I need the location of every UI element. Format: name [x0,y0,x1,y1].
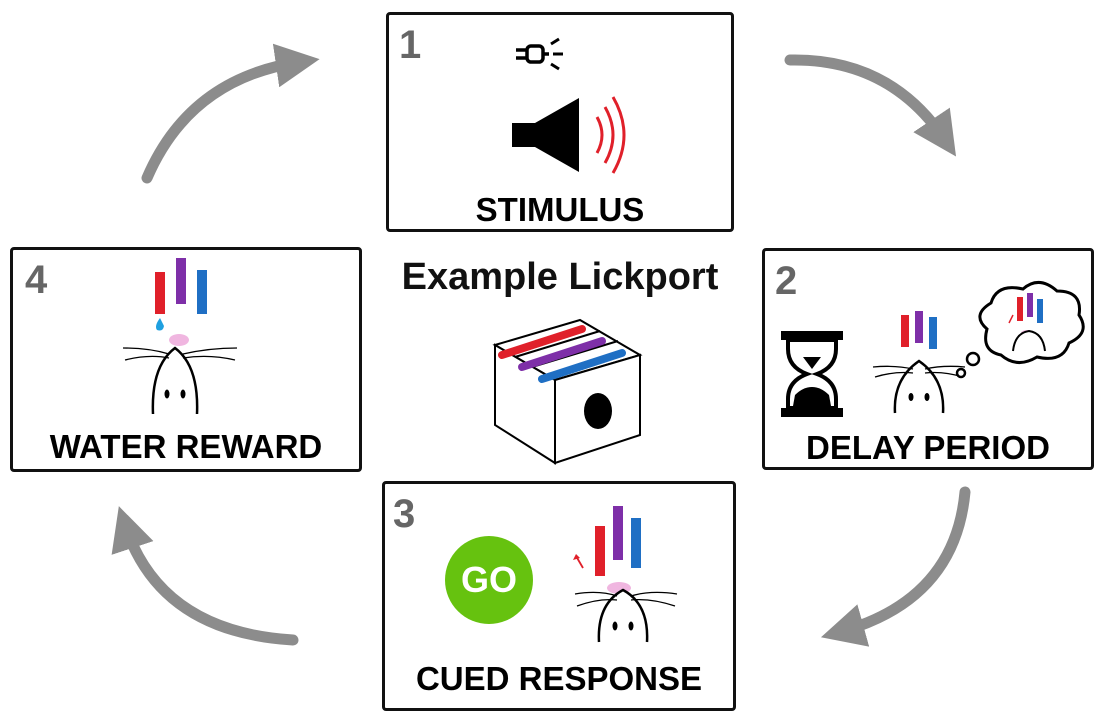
step-number: 4 [25,258,48,302]
step-number: 2 [775,259,798,303]
arrow-4-to-1 [141,43,320,184]
step-label: STIMULUS [475,191,645,228]
step-1-box: 1 STIMULUS [386,12,734,232]
step-label: CUED RESPONSE [415,660,703,697]
arrow-3-to-4 [111,506,299,646]
lickport-icon [492,318,643,465]
center-title: Example Lickport [401,256,719,298]
step-label: WATER REWARD [49,428,323,465]
hourglass-icon [781,331,843,417]
mouse-waiting-icon [872,311,966,414]
arrow-1-to-2 [784,54,957,157]
arrow-2-to-3 [820,486,971,647]
step-3-box: 3 GO CUED RESPONSE [382,481,736,711]
thought-cloud-icon [955,281,1085,379]
step-2-box: 2 DELAY PERIOD [762,248,1094,470]
go-sign: GO [445,536,533,624]
step-4-box: 4 WATER REWARD [10,247,362,472]
speaker-icon [512,96,626,174]
light-stimulus-icon [516,37,563,71]
mouse-drinking-icon [122,258,238,415]
step-number: 3 [393,492,416,536]
mouse-licking-icon [573,506,678,643]
go-sign-text: GO [460,559,517,600]
step-number: 1 [399,23,422,67]
step-label: DELAY PERIOD [806,429,1050,466]
